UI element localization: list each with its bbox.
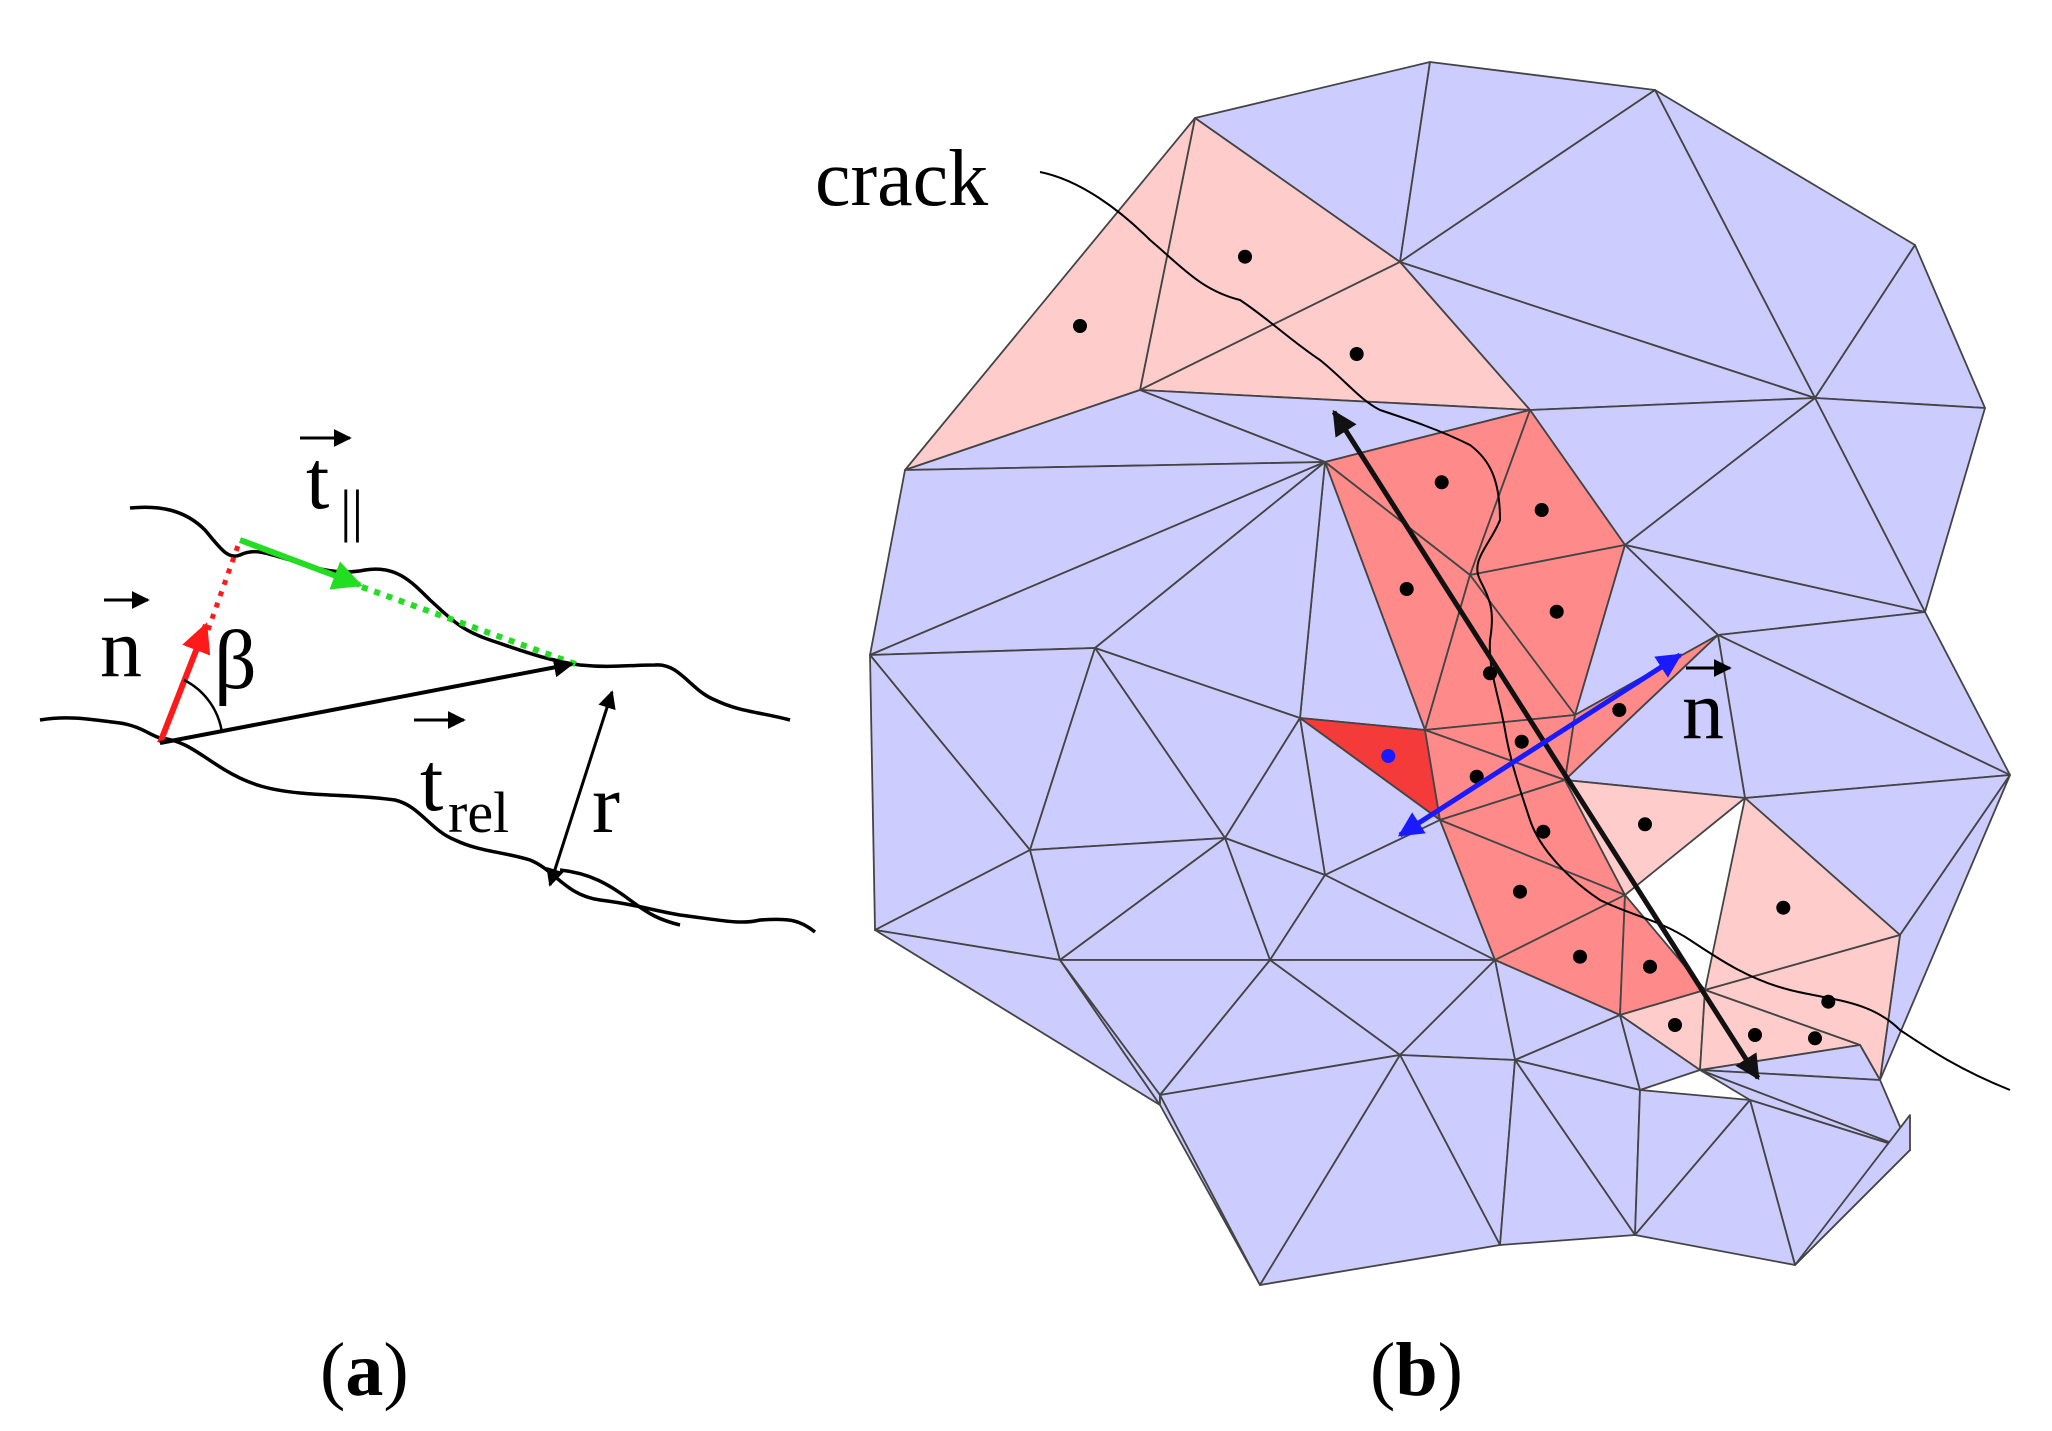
mesh-element-73 — [1499, 1059, 1636, 1246]
triangular-mesh — [869, 61, 2011, 1286]
mesh-element-71 — [1259, 1054, 1501, 1286]
element-centroid-29 — [1612, 703, 1627, 717]
tangent-parallel-subscript: || — [340, 478, 363, 543]
tangent-parallel-dotted — [360, 584, 580, 668]
element-centroid-50 — [1513, 884, 1527, 899]
element-centroid-28 — [1514, 734, 1529, 749]
element-centroid-16 — [1434, 475, 1449, 490]
element-centroid-35 — [1381, 749, 1396, 763]
distance-r-label: r — [592, 758, 620, 851]
panel-b-finite-element-mesh: crack n (b) — [815, 61, 2011, 1412]
tangent-parallel-arrow — [238, 537, 363, 590]
panel-a-crack-geometry: n β t || t rel r (a) — [39, 429, 817, 1412]
distance-r-arrow — [546, 690, 616, 887]
normal-arrow-b — [1397, 652, 1683, 838]
tangent-parallel-label: t — [306, 434, 329, 527]
mesh-element-77 — [1794, 1114, 1911, 1266]
element-centroid-7 — [1349, 347, 1364, 361]
normal-dotted-extension — [205, 539, 243, 631]
crack-lower-right-surface — [559, 868, 681, 927]
tangent-rel-arrow — [159, 657, 574, 745]
crack-label: crack — [815, 135, 988, 223]
element-centroid-51 — [1573, 949, 1587, 964]
element-centroid-40 — [1638, 817, 1652, 832]
crack-upper-surface — [129, 505, 791, 722]
element-centroid-54 — [1808, 1031, 1822, 1046]
element-centroid-41 — [1776, 900, 1791, 915]
normal-label-b: n — [1682, 664, 1724, 757]
tangent-rel-label: t — [420, 736, 443, 829]
caption-b: (b) — [1370, 1328, 1463, 1412]
element-centroid-53 — [1668, 1018, 1682, 1032]
crack-lower-surface — [39, 716, 817, 934]
mesh-element-76 — [1634, 1099, 1796, 1266]
beta-label: β — [214, 614, 257, 707]
normal-label-a: n — [100, 602, 142, 695]
element-centroid-6 — [1238, 249, 1252, 264]
element-centroid-23 — [1549, 604, 1564, 619]
element-centroid-52 — [1643, 959, 1657, 974]
element-centroid-8 — [1073, 319, 1087, 333]
element-centroid-20 — [1399, 582, 1414, 596]
caption-a: (a) — [320, 1328, 409, 1412]
tangent-rel-subscript: rel — [448, 780, 509, 845]
beta-angle-arc — [183, 678, 224, 734]
element-centroid-17 — [1534, 503, 1549, 517]
normal-arrow — [157, 622, 211, 745]
element-centroid-55 — [1748, 1028, 1762, 1042]
